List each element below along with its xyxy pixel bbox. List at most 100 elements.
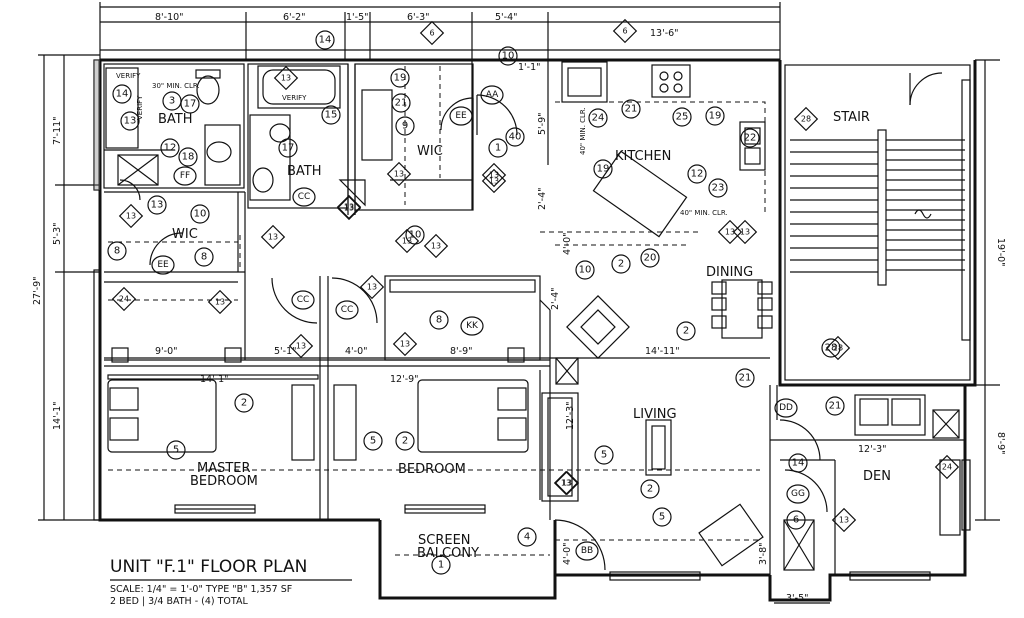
keynote-circle-label: 21: [395, 98, 408, 109]
keynote-diamond-label: 13: [394, 170, 404, 179]
keynote-circle-tag: 2: [234, 393, 254, 413]
plan-subtitle-beds: 2 BED | 3/4 BATH - (4) TOTAL: [110, 596, 248, 607]
keynote-circle-label: 19: [709, 111, 722, 122]
keynote-diamond-label: 13: [562, 479, 572, 488]
keynote-diamond-label: 13: [268, 233, 278, 242]
note-verify-1: VERIFY: [116, 72, 141, 80]
keynote-circle-label: 13: [124, 116, 137, 127]
note-clear-1: 30" MIN. CLR.: [152, 82, 200, 90]
dim-right-b: 8'-9": [995, 432, 1006, 455]
keynote-circle-label: 20: [644, 253, 657, 264]
keynote-circle-tag: 21: [825, 396, 845, 416]
keynote-circle-label: 21: [739, 373, 752, 384]
keynote-circle-tag: 13: [147, 195, 167, 215]
door-oval-tag: FF: [173, 166, 197, 186]
keynote-circle-label: 19: [394, 73, 407, 84]
dim-bed-a: 14'-1": [200, 374, 229, 385]
keynote-circle-label: 25: [676, 112, 689, 123]
keynote-circle-label: 10: [409, 230, 422, 241]
room-label-balcony: BALCONY: [417, 546, 479, 561]
plan-subtitle-scale: SCALE: 1/4" = 1'-0" TYPE "B" 1,357 SF: [110, 584, 292, 595]
keynote-diamond-tag: 13: [394, 228, 420, 254]
keynote-circle-label: 12: [691, 169, 704, 180]
keynote-circle-tag: 22: [740, 128, 760, 148]
dim-left-c: 27'-9": [32, 276, 43, 305]
dim-mid-d: 2'-4": [550, 288, 561, 311]
dim-top-f: 13'-6": [650, 28, 679, 39]
keynote-diamond-label: 13: [839, 516, 849, 525]
keynote-circle-label: 5: [601, 450, 607, 461]
door-oval-label: CC: [297, 295, 310, 305]
keynote-circle-label: 10: [579, 265, 592, 276]
dim-top-a: 8'-10": [155, 12, 184, 23]
door-oval-tag: EE: [449, 106, 473, 126]
keynote-circle-tag: 14: [315, 30, 335, 50]
keynote-diamond-label: 13: [344, 204, 354, 213]
keynote-diamond-label: 24: [942, 463, 952, 472]
keynote-circle-tag: 8: [429, 310, 449, 330]
room-label-screen: SCREEN: [418, 533, 471, 548]
keynote-circle-label: 5: [173, 445, 179, 456]
title-block: UNIT "F.1" FLOOR PLAN SCALE: 1/4" = 1'-0…: [110, 557, 352, 607]
dim-mid-a: 5'-9": [537, 113, 548, 136]
keynote-circle-label: 5: [659, 512, 665, 523]
keynote-circle-tag: 13: [120, 111, 140, 131]
keynote-circle-tag: 6: [786, 510, 806, 530]
keynote-circle-label: 2: [683, 326, 689, 337]
keynote-diamond-label: 24: [119, 295, 129, 304]
keynote-circle-tag: 2: [676, 321, 696, 341]
keynote-circle-tag: 17: [278, 138, 298, 158]
keynote-circle-label: 1: [438, 560, 444, 571]
keynote-diamond-label: 28: [833, 344, 843, 353]
keynote-diamond-tag: 13: [386, 161, 412, 187]
plan-title: UNIT "F.1" FLOOR PLAN: [110, 557, 307, 577]
dim-liv-a: 12'-3": [565, 401, 576, 430]
keynote-circle-label: 17: [184, 99, 197, 110]
dim-left-d: 14'-1": [52, 401, 63, 430]
keynote-circle-tag: 21: [621, 99, 641, 119]
keynote-circle-label: 22: [744, 133, 757, 144]
keynote-diamond-label: 13: [296, 342, 306, 351]
door-oval-tag: CC: [335, 300, 359, 320]
keynote-circle-label: 28: [825, 343, 838, 354]
room-label-bath-1: BATH: [158, 112, 193, 127]
room-labels: BATH BATH WIC WIC KITCHEN STAIR DINING L…: [158, 110, 891, 561]
dim-right-a: 19'-0": [995, 238, 1006, 267]
note-verify-2: VERIFY: [136, 95, 144, 120]
door-oval-label: BB: [581, 546, 593, 556]
room-label-bedroom: BEDROOM: [398, 462, 466, 477]
keynote-diamond-tag: 28: [793, 106, 819, 132]
dim-den-c: 3'-5": [786, 593, 809, 604]
keynote-circle-label: 19: [597, 164, 610, 175]
door-oval-tag: EE: [151, 255, 175, 275]
keynote-circle-tag: 21: [391, 93, 411, 113]
keynote-diamond-tag: 13: [553, 470, 579, 496]
keynote-circle-label: 3: [169, 96, 175, 107]
keynote-diamond-tag: 13: [554, 470, 580, 496]
keynote-circle-tag: 21: [735, 368, 755, 388]
keynote-diamond-tag: 6: [612, 18, 638, 44]
keynote-circle-tag: 10: [190, 204, 210, 224]
keynote-circle-tag: 8: [107, 241, 127, 261]
interior-dimensions: 9'-0" 5'-1" 4'-0" 8'-9" 14'-11" 14'-1" 1…: [104, 113, 887, 604]
keynote-circle-label: 8: [436, 315, 442, 326]
keynote-circle-tag: 14: [788, 453, 808, 473]
keynote-circle-label: 24: [592, 113, 605, 124]
keynote-diamond-label: 6: [622, 27, 627, 36]
dim-left-b: 5'-3": [52, 223, 63, 246]
stair: [784, 64, 971, 381]
keynote-circle-label: 6: [793, 515, 799, 526]
keynote-circle-label: 10: [502, 51, 515, 62]
keynote-circle-label: 23: [712, 183, 725, 194]
room-label-stair: STAIR: [833, 110, 870, 125]
keynote-circle-label: 14: [792, 458, 805, 469]
dim-den-a: 12'-3": [858, 444, 887, 455]
keynote-circle-tag: 8: [194, 247, 214, 267]
keynote-circle-label: 10: [194, 209, 207, 220]
keynote-circle-tag: 24: [588, 108, 608, 128]
keynote-diamond-label: 13: [281, 74, 291, 83]
dim-mid-b: 2'-4": [537, 188, 548, 211]
door-oval-label: DD: [779, 403, 793, 413]
keynote-diamond-tag: 13: [273, 65, 299, 91]
keynote-diamond-label: 6: [429, 29, 434, 38]
